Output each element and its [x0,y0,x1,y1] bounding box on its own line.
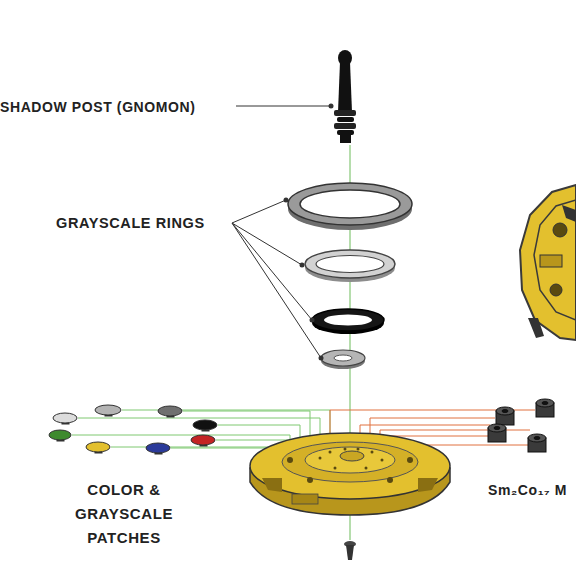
leader-dots [284,198,324,361]
mast-part [520,185,576,340]
leader-dot [329,104,334,109]
grayscale-rings [288,183,412,369]
part-label: COLOR & GRAYSCALE PATCHES [64,478,184,550]
leader-line [236,106,330,107]
gnomon-post [334,50,356,143]
color-patches [49,405,217,454]
screw [344,541,356,560]
magnets [488,399,554,452]
part-label: GRAYSCALE RINGS [56,214,236,232]
part-label: Sm₂Co₁₇ M [488,481,576,499]
base-plate [250,433,450,515]
part-label: SHADOW POST (GNOMON) [0,98,236,116]
leader-lines [232,200,321,358]
